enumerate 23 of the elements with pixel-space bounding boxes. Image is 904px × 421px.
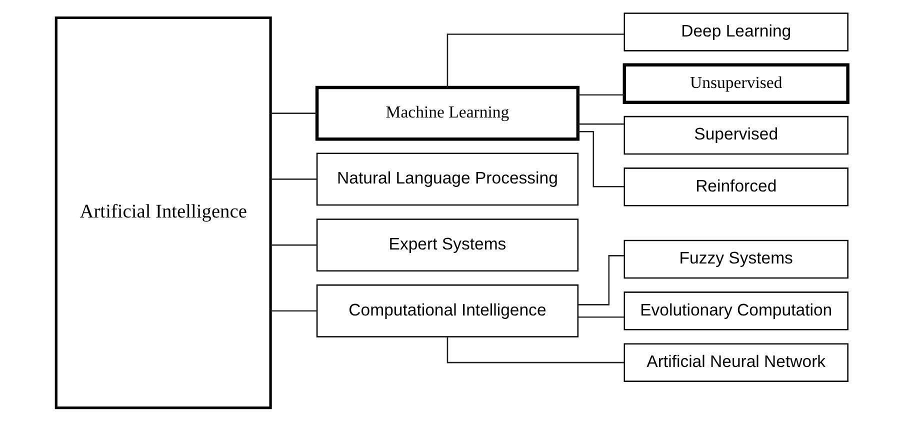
node-box: Evolutionary Computation bbox=[624, 292, 848, 330]
node-box: Supervised bbox=[624, 116, 848, 155]
connector bbox=[578, 94, 624, 96]
connector bbox=[578, 130, 624, 188]
node-box: Fuzzy Systems bbox=[624, 240, 848, 279]
node-box: Deep Learning bbox=[624, 12, 848, 52]
node-box: Reinforced bbox=[624, 168, 848, 206]
node-box: Natural Language Processing bbox=[316, 152, 579, 206]
connector bbox=[446, 337, 624, 364]
node-box: Artificial Neural Network bbox=[624, 343, 848, 382]
node-box: Computational Intelligence bbox=[316, 284, 579, 338]
node-box: Artificial Intelligence bbox=[54, 16, 272, 410]
connector bbox=[578, 123, 624, 125]
connector bbox=[270, 178, 317, 180]
connector bbox=[578, 316, 624, 318]
node-box: Unsupervised bbox=[622, 63, 850, 104]
connector bbox=[270, 112, 317, 114]
connector bbox=[446, 34, 624, 88]
node-box: Machine Learning bbox=[315, 86, 580, 141]
connector bbox=[578, 255, 624, 306]
connector bbox=[270, 310, 317, 312]
connector bbox=[270, 244, 317, 246]
node-box: Expert Systems bbox=[316, 218, 579, 272]
